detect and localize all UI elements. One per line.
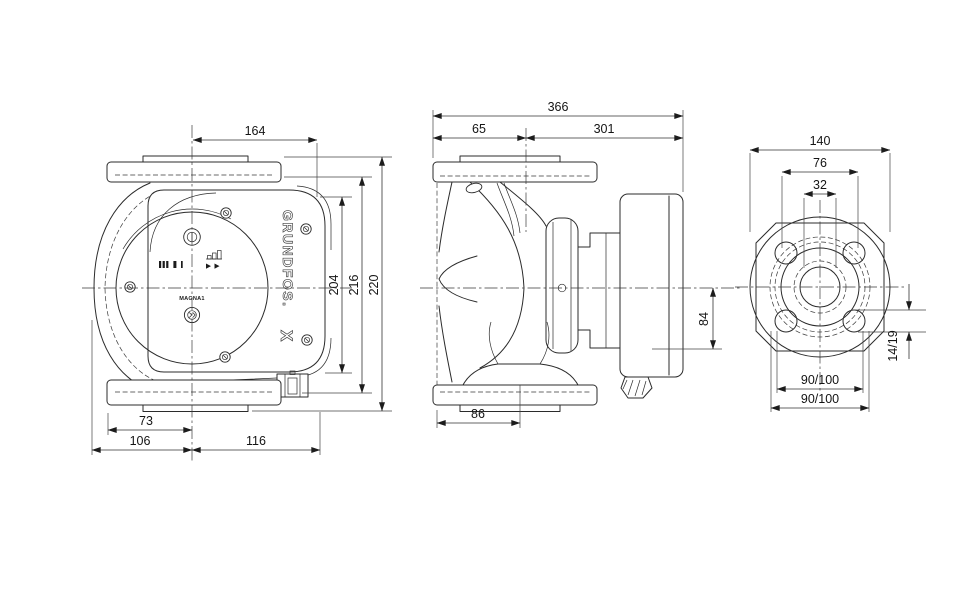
svg-text:164: 164 (245, 124, 266, 138)
performance-bars-icon (159, 261, 183, 268)
faceplate-inner-contour (149, 192, 217, 253)
dim-length-back: 301 (525, 122, 684, 141)
casing-lower-left (438, 305, 453, 383)
dim-height-housing: 204 (320, 196, 352, 374)
svg-text:76: 76 (813, 156, 827, 170)
svg-text:301: 301 (594, 122, 615, 136)
screw-icon (219, 351, 231, 363)
flange-view-dimensions: 140 76 32 14/19 90/100 (749, 134, 926, 412)
screw-icon (124, 281, 136, 293)
bolt-hole (774, 241, 798, 265)
cable-gland-side (620, 376, 653, 399)
side-view-dimensions: 366 65 301 84 86 (432, 100, 722, 428)
svg-text:32: 32 (813, 178, 827, 192)
dim-height-total: 220 (252, 156, 392, 412)
front-view-dimensions: 164 204 216 220 73 106 (91, 124, 392, 455)
control-housing (147, 189, 326, 373)
dim-bolt-circle-2: 90/100 (770, 331, 870, 412)
brand-logo-mark: X (277, 330, 296, 342)
top-clamp-plate (106, 161, 282, 183)
svg-text:216: 216 (347, 275, 361, 296)
dim-top-width: 164 (192, 124, 318, 197)
port-profile (438, 255, 478, 303)
motor-flange-disc (545, 217, 579, 354)
casing-base (462, 363, 579, 386)
dim-base-depth: 86 (436, 385, 521, 428)
side-view (420, 128, 742, 412)
svg-text:65: 65 (472, 122, 486, 136)
flange-plate-octagon (755, 222, 885, 352)
svg-text:116: 116 (246, 434, 266, 448)
screw-icon (301, 334, 313, 346)
bottom-step-side (459, 404, 561, 412)
bolt-hole (842, 241, 866, 265)
pump-mode-icons (206, 263, 220, 269)
volute-outline (93, 182, 151, 391)
svg-text:84: 84 (697, 312, 711, 326)
dim-base-left: 106 (91, 320, 193, 455)
svg-text:140: 140 (810, 134, 831, 148)
dim-width-face: 76 (781, 156, 859, 248)
faceplate-rim-arc (122, 208, 232, 250)
dim-length-total: 366 (432, 100, 684, 192)
dim-bore: 32 (803, 178, 837, 268)
svg-text:106: 106 (130, 434, 151, 448)
stator-housing (577, 232, 622, 349)
svg-text:204: 204 (327, 275, 341, 296)
dim-length-front: 65 (432, 122, 527, 141)
dim-height-mid: 216 (284, 176, 372, 394)
control-box (619, 193, 684, 378)
dim-below-axis: 84 (652, 287, 722, 350)
bottom-clamp-plate (106, 379, 282, 406)
dim-base-right: 116 (191, 412, 321, 455)
clamp-nut (465, 182, 483, 194)
bolt-hole (842, 309, 866, 333)
top-clamp-plate-side (432, 161, 598, 183)
svg-text:90/100: 90/100 (801, 373, 839, 387)
base-waist-lines (488, 321, 550, 365)
screw-icon (220, 207, 232, 219)
dim-width-outer: 140 (749, 134, 891, 232)
svg-text:86: 86 (471, 407, 485, 421)
svg-text:90/100: 90/100 (801, 392, 839, 406)
bottom-step (142, 404, 249, 412)
svg-text:220: 220 (367, 275, 381, 296)
pump-curve-icon (206, 250, 222, 260)
casing-upper-left (438, 181, 453, 253)
svg-text:73: 73 (139, 414, 153, 428)
dim-base-inner: 73 (107, 413, 193, 435)
flange-view (735, 200, 907, 392)
clamp-strap (496, 182, 521, 237)
screw-icon (300, 223, 312, 235)
dim-bolt-hole: 14/19 (851, 284, 926, 362)
bottom-clamp-plate-side (432, 384, 598, 406)
head-to-flange-curve (499, 181, 547, 227)
brand-wordmark: GRUNDFOS. (280, 210, 296, 308)
svg-text:366: 366 (548, 100, 569, 114)
dim-bolt-circle-1: 90/100 (776, 331, 864, 393)
svg-text:14/19: 14/19 (886, 330, 900, 361)
front-view: MAGNA1 GRUNDFOS. X (82, 125, 352, 462)
pump-head-bell (469, 181, 525, 369)
bolt-hole (774, 309, 798, 333)
